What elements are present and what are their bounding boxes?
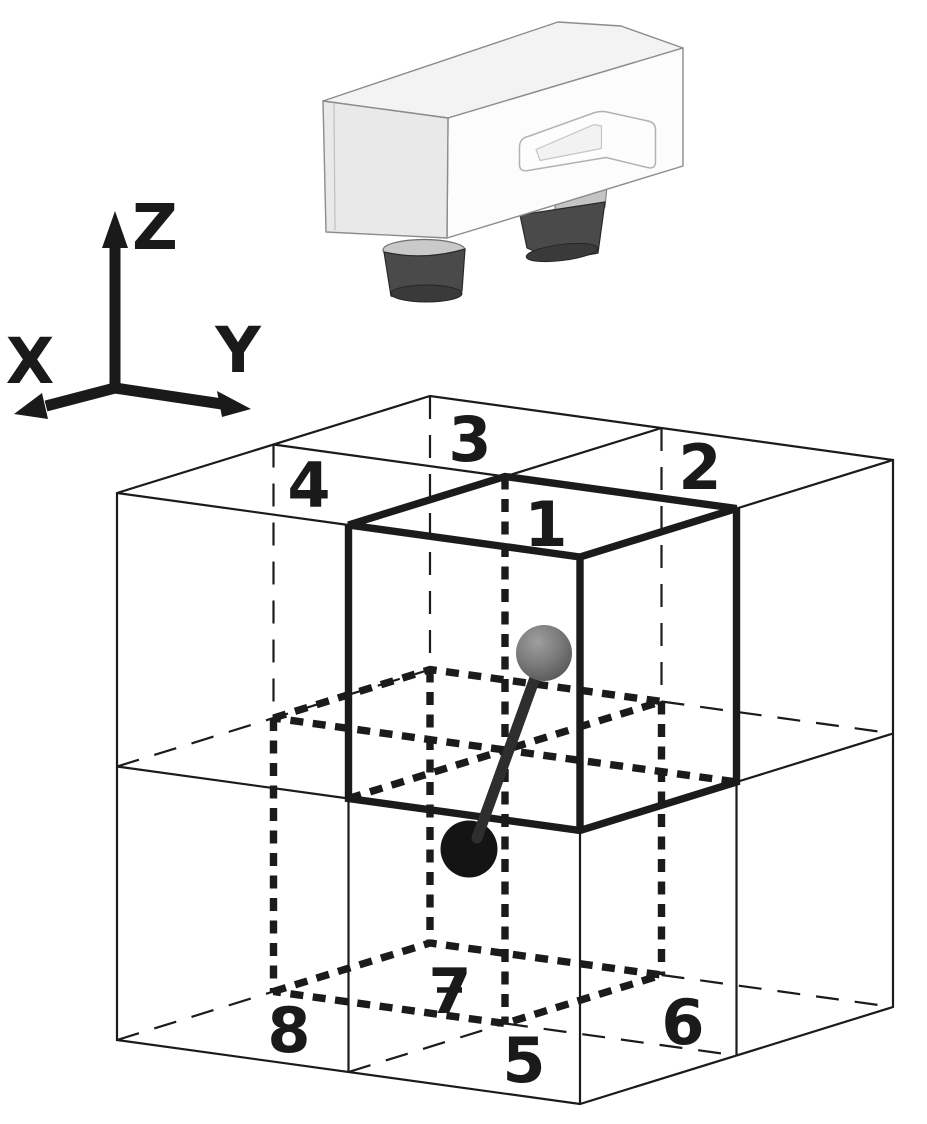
axis-label-x: X — [6, 325, 55, 398]
octant-label-8: 8 — [267, 994, 310, 1067]
sphere-displacement — [440, 625, 572, 878]
front-mid-horizontal-segment — [116, 765, 349, 800]
octant-labels: 1 2 3 4 5 6 7 8 — [267, 403, 721, 1097]
right-top-edge-segment — [736, 458, 894, 510]
octant-label-1: 1 — [524, 488, 567, 561]
bottom-mid-depth-hidden — [348, 1022, 506, 1074]
right-lens-face-icon — [525, 242, 599, 263]
end-sphere — [516, 625, 572, 681]
axis-label-z: Z — [132, 191, 178, 264]
octant-label-3: 3 — [448, 403, 491, 476]
axis-label-y: Y — [214, 314, 262, 387]
y-axis-line — [114, 382, 223, 410]
measuring-volume — [115, 394, 895, 1106]
displacement-connector — [471, 647, 550, 844]
octant-label-6: 6 — [661, 986, 704, 1059]
octant7-bottom-face — [272, 939, 663, 1028]
camera-handle — [518, 110, 657, 172]
camera-lenses — [382, 186, 608, 303]
start-sphere — [440, 820, 498, 878]
front-top-edge-segment — [116, 491, 349, 527]
octant-label-4: 4 — [287, 449, 330, 522]
coordinate-axes: X Y Z — [6, 191, 262, 419]
x-axis-arrowhead-icon — [14, 393, 48, 419]
camera-body-end-face — [322, 100, 449, 239]
camera-handle-opening — [535, 123, 603, 162]
octant-1-solid-cube — [344, 472, 741, 835]
octant-label-2: 2 — [678, 431, 721, 504]
left-lens-face-icon — [390, 284, 463, 303]
x-axis-line — [44, 382, 117, 412]
octant-label-5: 5 — [502, 1024, 545, 1097]
camera-body-bevel-edge — [333, 103, 336, 231]
bottom-left-edge-hidden — [116, 990, 274, 1042]
octant7-top-face — [272, 665, 663, 754]
y-axis-arrowhead-icon — [217, 391, 251, 417]
outer-cube-visible-edges — [115, 394, 895, 1106]
right-mid-horizontal-segment — [736, 732, 894, 784]
z-axis-arrowhead-icon — [102, 211, 128, 248]
back-mid-horizontal-hidden — [661, 700, 894, 735]
stereo-camera — [322, 21, 684, 303]
octant1-hidden-bottom-edges — [347, 746, 738, 803]
